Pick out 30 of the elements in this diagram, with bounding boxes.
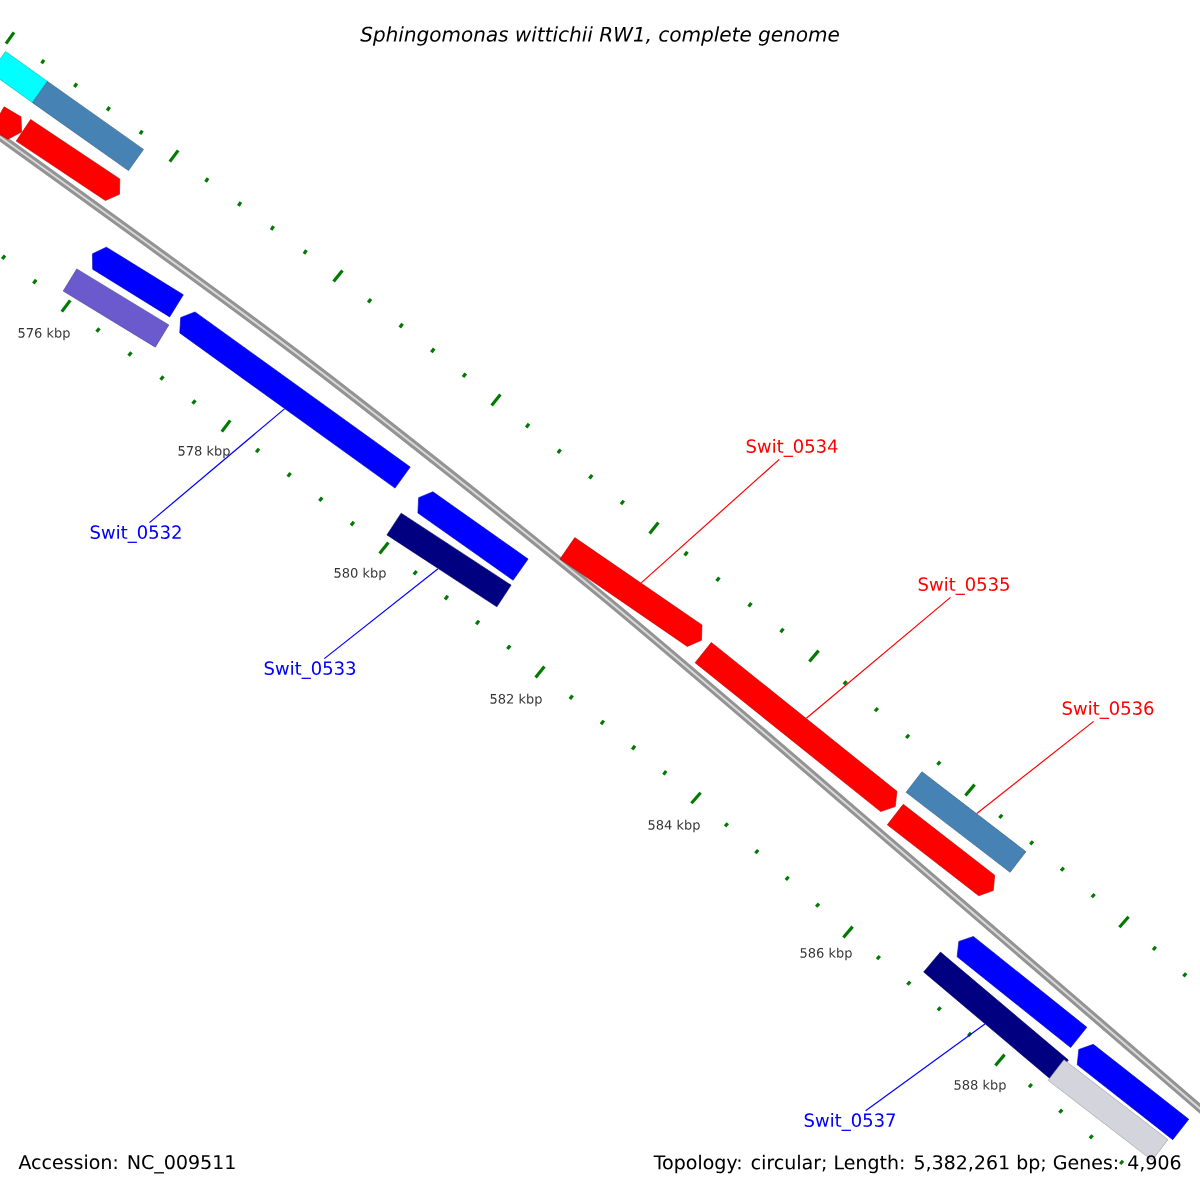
leader-line (976, 720, 1095, 815)
gene-block (0, 106, 22, 140)
gene-block (179, 311, 411, 489)
leader-line (805, 596, 952, 719)
title: Sphingomonas wittichii RW1, complete genome (360, 26, 839, 46)
gene-block (923, 951, 1069, 1081)
gene-block (559, 537, 703, 647)
leader-line (865, 1023, 986, 1112)
gene-label: Swit_0535 (918, 577, 1009, 595)
gene-block (1076, 1044, 1190, 1140)
gene-block (92, 246, 184, 318)
gene-label: Swit_0537 (804, 1113, 895, 1131)
gene-label: Swit_0534 (746, 439, 838, 457)
gene-label: Swit_0536 (1062, 701, 1154, 719)
gene-block (905, 771, 1027, 873)
gene-block (15, 119, 121, 201)
gene-block (0, 51, 48, 103)
genome-info-text: Topology: circular; Length: 5,382,261 bp; Genes: 4,906 (653, 1154, 1181, 1174)
leader-line (323, 568, 439, 660)
gene-label: Swit_0532 (90, 525, 181, 543)
gene-block (417, 491, 529, 581)
leader-line (148, 408, 286, 524)
gene-label: Swit_0533 (264, 661, 356, 679)
gene-block (956, 936, 1088, 1048)
accession-text: Accession: NC_009511 (18, 1154, 235, 1174)
gene-block (694, 642, 898, 812)
gene-block (32, 81, 144, 171)
leader-line (640, 458, 780, 584)
gene-block (887, 804, 995, 897)
gene-block (386, 512, 512, 608)
